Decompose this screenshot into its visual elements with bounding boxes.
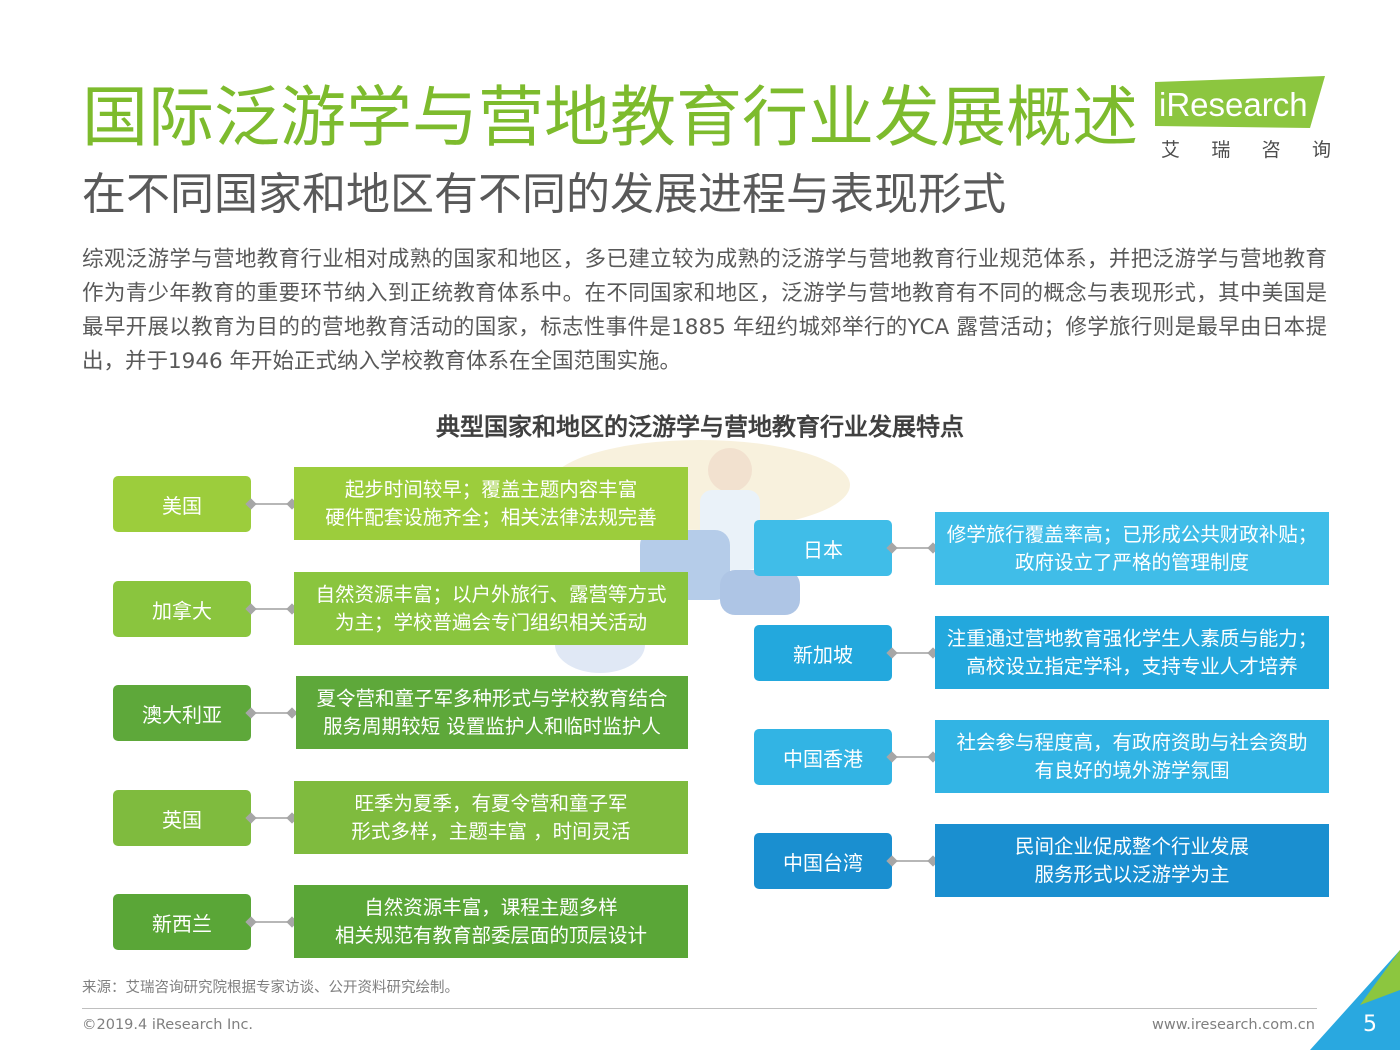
desc-line: 起步时间较早；覆盖主题内容丰富 (344, 477, 638, 501)
desc-line: 形式多样，主题丰富 ，时间灵活 (351, 819, 631, 843)
connector-line (892, 756, 934, 758)
connector-line (251, 921, 293, 923)
country-hong-kong: 中国香港 (754, 729, 892, 785)
logo-char: 咨 (1261, 139, 1281, 161)
country-japan: 日本 (754, 520, 892, 576)
desc-line: 自然资源丰富，课程主题多样 (364, 895, 618, 919)
country-taiwan: 中国台湾 (754, 833, 892, 889)
country-canada: 加拿大 (113, 581, 251, 637)
logo-char: 询 (1311, 139, 1331, 161)
page-number: 5 (1363, 1012, 1377, 1037)
country-new-zealand: 新西兰 (113, 894, 251, 950)
desc-line: 自然资源丰富；以户外旅行、露营等方式 (315, 582, 667, 606)
logo-banner-shape (1155, 76, 1325, 128)
logo-char: 瑞 (1211, 139, 1231, 161)
desc-singapore: 注重通过营地教育强化学生人素质与能力； 高校设立指定学科，支持专业人才培养 (935, 616, 1329, 689)
country-australia: 澳大利亚 (113, 685, 251, 741)
desc-line: 有良好的境外游学氛围 (1034, 758, 1230, 782)
copyright: ©2019.4 iResearch Inc. (82, 1017, 254, 1033)
desc-line: 相关规范有教育部委层面的顶层设计 (334, 923, 647, 947)
page-title: 国际泛游学与营地教育行业发展概述 (82, 79, 1138, 156)
iresearch-logo: iResearch 艾 瑞 咨 询 (1155, 76, 1335, 161)
desc-line: 为主；学校普遍会专门组织相关活动 (334, 610, 647, 634)
country-usa: 美国 (113, 476, 251, 532)
page-subtitle: 在不同国家和地区有不同的发展进程与表现形式 (82, 169, 1006, 220)
logo-subtitle: 艾 瑞 咨 询 (1161, 135, 1331, 162)
connector-line (892, 860, 934, 862)
desc-line: 注重通过营地教育强化学生人素质与能力； (946, 626, 1318, 650)
desc-line: 民间企业促成整个行业发展 (1014, 834, 1249, 858)
corner-decoration (1310, 950, 1400, 1050)
logo-wordmark: iResearch (1159, 86, 1308, 123)
source-note: 来源：艾瑞咨询研究院根据专家访谈、公开资料研究绘制。 (82, 980, 459, 996)
desc-line: 政府设立了严格的管理制度 (1014, 550, 1249, 574)
website-link[interactable]: www.iresearch.com.cn (1152, 1017, 1315, 1033)
diagram-title: 典型国家和地区的泛游学与营地教育行业发展特点 (436, 413, 964, 441)
desc-taiwan: 民间企业促成整个行业发展 服务形式以泛游学为主 (935, 824, 1329, 897)
desc-line: 硬件配套设施齐全；相关法律法规完善 (325, 505, 657, 529)
desc-line: 修学旅行覆盖率高；已形成公共财政补贴； (946, 522, 1318, 546)
logo-char: 艾 (1161, 139, 1181, 161)
desc-usa: 起步时间较早；覆盖主题内容丰富 硬件配套设施齐全；相关法律法规完善 (294, 467, 688, 540)
footer-divider (82, 1008, 1317, 1009)
connector-line (251, 608, 293, 610)
desc-line: 旺季为夏季，有夏令营和童子军 (354, 791, 628, 815)
desc-line: 服务周期较短 设置监护人和临时监护人 (323, 714, 661, 738)
desc-australia: 夏令营和童子军多种形式与学校教育结合 服务周期较短 设置监护人和临时监护人 (296, 676, 688, 749)
country-uk: 英国 (113, 790, 251, 846)
desc-japan: 修学旅行覆盖率高；已形成公共财政补贴； 政府设立了严格的管理制度 (935, 512, 1329, 585)
desc-line: 服务形式以泛游学为主 (1034, 862, 1230, 886)
desc-hong-kong: 社会参与程度高，有政府资助与社会资助 有良好的境外游学氛围 (935, 720, 1329, 793)
connector-line (251, 712, 293, 714)
country-singapore: 新加坡 (754, 625, 892, 681)
connector-line (892, 547, 934, 549)
connector-line (251, 817, 293, 819)
intro-paragraph: 综观泛游学与营地教育行业相对成熟的国家和地区，多已建立较为成熟的泛游学与营地教育… (82, 247, 1327, 374)
desc-line: 夏令营和童子军多种形式与学校教育结合 (316, 686, 668, 710)
desc-canada: 自然资源丰富；以户外旅行、露营等方式 为主；学校普遍会专门组织相关活动 (294, 572, 688, 645)
desc-line: 高校设立指定学科，支持专业人才培养 (966, 654, 1298, 678)
connector-line (892, 652, 934, 654)
desc-uk: 旺季为夏季，有夏令营和童子军 形式多样，主题丰富 ，时间灵活 (294, 781, 688, 854)
desc-line: 社会参与程度高，有政府资助与社会资助 (956, 730, 1308, 754)
connector-line (251, 503, 293, 505)
desc-new-zealand: 自然资源丰富，课程主题多样 相关规范有教育部委层面的顶层设计 (294, 885, 688, 958)
